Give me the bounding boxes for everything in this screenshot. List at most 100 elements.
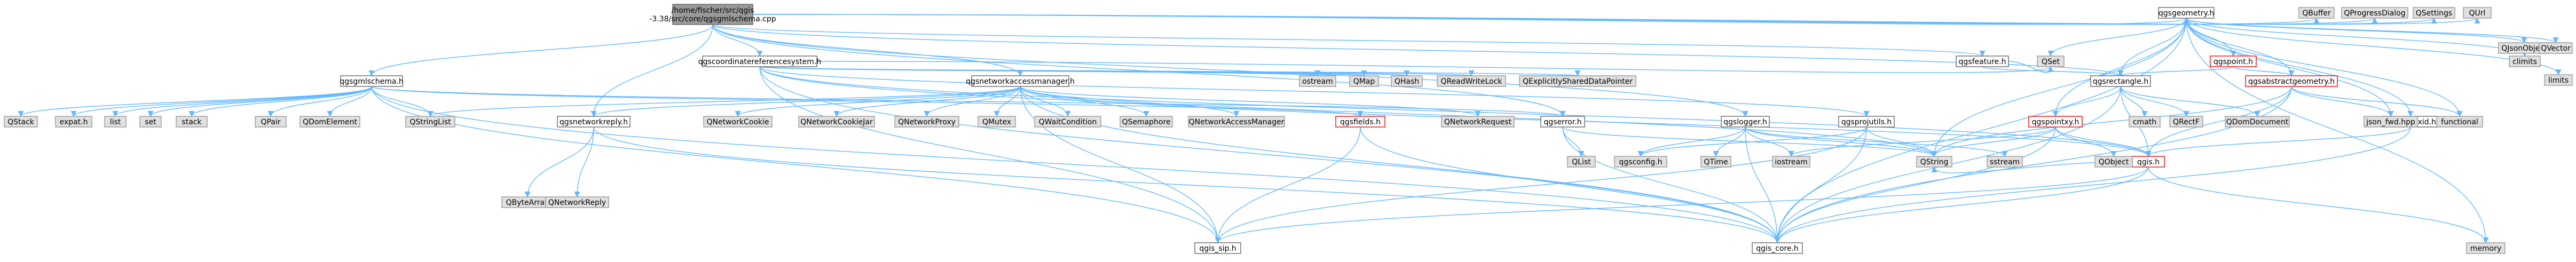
node-box (2225, 116, 2290, 128)
edge-root-to-qgsnetworkreply-h (590, 24, 713, 117)
node-box (2028, 116, 2083, 128)
edge-qgserror-h-to-qgis-core-h (1562, 126, 1781, 244)
edge-qgspoint-h-to-qgsabstractgeometry-h (2233, 66, 2295, 77)
node-box (1349, 75, 1379, 87)
edge-qgspointxy-h-to-qgs-h (2055, 126, 2152, 157)
edge-qgscoordinatereferencesystem-h-to-qstring (759, 66, 1937, 157)
edge-qgsgeometry-h-to-functional (2186, 18, 2463, 117)
node-box (2210, 55, 2257, 67)
node-qgserror-h[interactable]: qgserror.h (1540, 116, 1585, 128)
node-label: QPair (261, 118, 280, 126)
node-label: ostream (1302, 77, 1333, 86)
edge-qgsgeometry-h-to-memory (2186, 18, 2489, 244)
edge-qgsprojutils-h-to-qgsconfig-h (1637, 126, 1867, 157)
node-box (2037, 55, 2065, 67)
node-functional: functional (2436, 116, 2483, 128)
node-box (2298, 7, 2335, 19)
node-box (703, 116, 773, 128)
edge-qgsgeometry-h-to-qstring (1931, 18, 2187, 157)
node-label: QByteArray (506, 199, 549, 207)
edge-qgscoordinatereferencesystem-h-to-qexplicitlyshareddatapointer (759, 66, 1580, 77)
node-label: QRectF (2173, 118, 2200, 126)
node-stack: stack (176, 116, 208, 128)
edge-qgsnetworkaccessmanager-h-to-qmutex (994, 86, 1021, 117)
node-qgis-core-h[interactable]: qgis_core.h (1752, 242, 1803, 254)
node-qgsnetworkreply-h[interactable]: qgsnetworkreply.h (557, 116, 631, 128)
node-set: set (139, 116, 162, 128)
node-label: expat.h (60, 118, 88, 126)
node-qgspointxy-h[interactable]: qgspointxy.h (2028, 116, 2083, 128)
node-qrectf: QRectF (2169, 116, 2203, 128)
node-box (971, 75, 1069, 87)
edge-qgsnetworkaccessmanager-h-to-qgsnetworkreply-h (590, 86, 1021, 117)
node-qreadwritelock: QReadWriteLock (1437, 75, 1506, 87)
node-label: QStack (7, 118, 35, 126)
node-label: QTime (1704, 158, 1728, 166)
node-qgsgmlschema-h[interactable]: qgsgmlschema.h (340, 75, 404, 87)
node-box (1752, 242, 1803, 254)
node-qgsprojutils-h[interactable]: qgsprojutils.h (1838, 116, 1895, 128)
nodes-layer: /home/fischer/src/qgis-3.38/src/core/qgs… (4, 4, 2573, 254)
node-label: QMap (1353, 77, 1375, 86)
edge-qgscoordinatereferencesystem-h-to-qset (816, 61, 2054, 73)
node-box (55, 116, 92, 128)
node-box (2436, 116, 2483, 128)
node-box (2539, 42, 2573, 54)
node-label: qgis_core.h (1756, 244, 1799, 253)
node-qgscoordinatereferencesystem-h[interactable]: qgscoordinatereferencesystem.h (698, 55, 822, 67)
node-qstringlist: QStringList (405, 116, 455, 128)
node-box (1916, 156, 1952, 168)
node-qprogressdialog: QProgressDialog (2341, 7, 2408, 19)
node-box (1519, 75, 1636, 87)
node-box (2245, 75, 2338, 87)
edge-qgsgmlschema-h-to-qdomelement (327, 86, 372, 117)
node-qgsnetworkaccessmanager-h[interactable]: qgsnetworkaccessmanager.h (966, 75, 1075, 87)
edge-qgsvertexid-h-to-qgis-core-h (1774, 126, 2411, 244)
node-label: qgsconfig.h (1619, 158, 1662, 166)
edge-qgsabstractgeometry-h-to-qstring (1931, 86, 2292, 157)
node-label: QNetworkRequest (1444, 118, 1512, 126)
node-qgslogger-h[interactable]: qgslogger.h (1721, 116, 1770, 128)
node-box (672, 4, 753, 25)
edge-qgsrectangle-h-to-qrectf (2120, 86, 2189, 117)
node-box (176, 116, 208, 128)
node-label: QProgressDialog (2344, 9, 2405, 18)
node-label: qgsfields.h (1340, 118, 1381, 126)
edge-qgsgmlschema-h-to-qstack (18, 86, 372, 117)
node-qnetworkproxy: QNetworkProxy (894, 116, 959, 128)
node-qgs-h[interactable]: qgis.h (2132, 156, 2165, 168)
node-qpair: QPair (255, 116, 287, 128)
node-qset: QSet (2037, 55, 2065, 67)
node-label: qgsrectangle.h (2093, 77, 2148, 86)
node-root[interactable]: /home/fischer/src/qgis-3.38/src/core/qgs… (649, 4, 776, 25)
node-qgsfields-h[interactable]: qgsfields.h (1335, 116, 1385, 128)
node-box (2466, 242, 2506, 254)
node-box (557, 116, 631, 128)
node-qgsrectangle-h[interactable]: qgsrectangle.h (2090, 75, 2151, 87)
node-label: qgis.h (2137, 158, 2160, 166)
edge-qgsvertexid-h-to-qgs-h (2145, 126, 2411, 157)
node-qgis-sip-h[interactable]: qgis_sip.h (1194, 242, 1241, 254)
node-expat-h: expat.h (55, 116, 92, 128)
edge-qgsgmlschema-h-to-set (147, 86, 372, 117)
edge-qgslogger-h-to-qstring (1745, 126, 1937, 157)
node-qgspoint-h[interactable]: qgspoint.h (2210, 55, 2257, 67)
edge-qgsnetworkaccessmanager-h-to-qnetworkcookie (735, 86, 1021, 117)
node-box (1391, 75, 1423, 87)
node-label: qgspointxy.h (2032, 118, 2079, 126)
node-box (1838, 116, 1895, 128)
node-qgsabstractgeometry-h[interactable]: qgsabstractgeometry.h (2245, 75, 2338, 87)
node-qgsgeometry-h[interactable]: qgsgeometry.h (2158, 7, 2215, 19)
edge-qgsrectangle-h-to-qdomdocument (2120, 86, 2260, 117)
node-qexplicitlyshareddatapointer: QExplicitlySharedDataPointer (1519, 75, 1636, 87)
edge-qgsfields-h-to-qgis-sip-h (1215, 126, 1361, 244)
node-label: QUrl (2469, 9, 2486, 18)
node-qgsfeature-h[interactable]: qgsfeature.h (1956, 55, 2009, 67)
node-label: QString (1920, 158, 1949, 166)
node-qdomdocument: QDomDocument (2225, 116, 2290, 128)
node-box (798, 116, 875, 128)
node-memory: memory (2466, 242, 2506, 254)
node-label: stack (182, 118, 202, 126)
edge-qgsabstractgeometry-h-to-qgs-h (2145, 86, 2292, 157)
node-label: qgsgmlschema.h (340, 77, 404, 86)
